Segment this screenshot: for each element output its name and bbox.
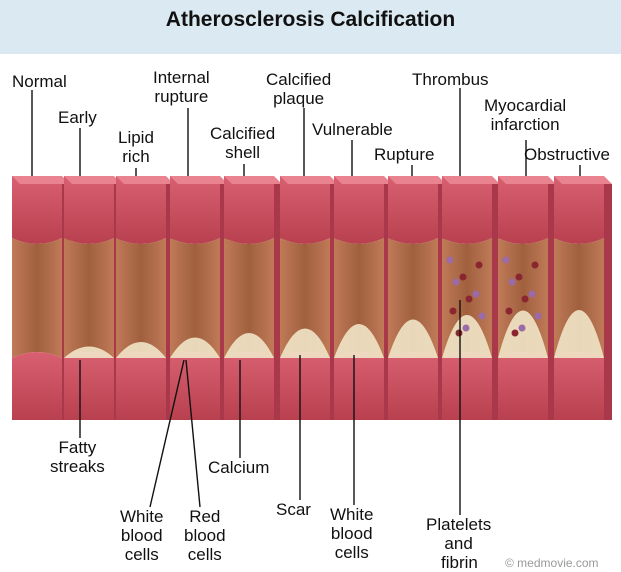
label-calcified-shell: Calcifiedshell <box>210 124 275 162</box>
label-platelets-fibrin: Plateletsand <box>426 515 491 553</box>
thrombus-cell <box>522 296 529 303</box>
thrombus-cell <box>535 313 542 320</box>
lower-wall <box>116 352 166 420</box>
thrombus-cell <box>456 330 463 337</box>
thrombus-cell <box>516 274 523 281</box>
label-white-blood-cells-1: Whitebloodcells <box>120 507 163 564</box>
label-thrombus: Thrombus <box>412 70 489 89</box>
upper-wall <box>442 176 492 244</box>
label-red-blood-cells: Redbloodcells <box>184 507 226 564</box>
label-obstructive: Obstructive <box>524 145 621 164</box>
artery-segment <box>442 176 500 420</box>
label-internal-rupture: Internalrupture <box>153 68 210 106</box>
wall-top-face <box>334 176 392 184</box>
label-fibrin: fibrin <box>441 553 478 572</box>
lower-wall <box>334 352 384 420</box>
label-fatty-streaks: Fattystreaks <box>50 438 105 476</box>
thrombus-cell <box>460 274 467 281</box>
label-myocardial-infarction: Myocardialinfarction <box>484 96 566 134</box>
artery-segment <box>334 176 392 420</box>
label-calcified-plaque: Calcifiedplaque <box>266 70 331 108</box>
upper-wall <box>554 176 604 244</box>
thrombus-cell <box>503 257 510 264</box>
lower-wall <box>280 352 330 420</box>
upper-wall <box>116 176 166 244</box>
lumen <box>116 238 166 358</box>
label-vulnerable: Vulnerable <box>312 120 393 139</box>
lower-wall <box>388 352 438 420</box>
upper-wall <box>280 176 330 244</box>
label-normal: Normal <box>12 72 67 91</box>
thrombus-cell <box>529 291 536 298</box>
wall-top-face <box>170 176 228 184</box>
thrombus-cell <box>476 262 483 269</box>
wall-top-face <box>388 176 446 184</box>
thrombus-cell <box>512 330 519 337</box>
label-scar: Scar <box>276 500 311 519</box>
artery-segment <box>498 176 556 420</box>
lower-wall <box>64 352 114 420</box>
thrombus-cell <box>463 325 470 332</box>
label-lipid-rich: Lipidrich <box>118 128 154 166</box>
lower-wall <box>12 352 62 420</box>
lower-wall <box>498 352 548 420</box>
artery-segment <box>12 176 70 420</box>
wall-top-face <box>116 176 174 184</box>
upper-wall <box>334 176 384 244</box>
thrombus-cell <box>466 296 473 303</box>
artery-segment <box>224 176 282 420</box>
wall-top-face <box>280 176 338 184</box>
artery-segment <box>554 176 612 420</box>
upper-wall <box>498 176 548 244</box>
upper-wall <box>12 176 62 244</box>
artery-segment <box>280 176 338 420</box>
label-obstructive-clip: Obstructive <box>524 145 621 164</box>
lower-wall <box>554 352 604 420</box>
wall-top-face <box>498 176 556 184</box>
thrombus-cell <box>509 279 516 286</box>
lumen <box>64 238 114 358</box>
lower-wall <box>224 352 274 420</box>
wall-top-face <box>554 176 612 184</box>
wall-top-face <box>224 176 282 184</box>
thrombus-cell <box>519 325 526 332</box>
wall-top-face <box>12 176 70 184</box>
upper-wall <box>224 176 274 244</box>
thrombus-cell <box>447 257 454 264</box>
thrombus-cell <box>473 291 480 298</box>
wall-side <box>604 184 612 420</box>
thrombus-cell <box>532 262 539 269</box>
wall-top-face <box>64 176 122 184</box>
lumen <box>12 238 62 358</box>
label-rupture: Rupture <box>374 145 434 164</box>
wall-top-face <box>442 176 500 184</box>
lower-wall <box>442 352 492 420</box>
upper-wall <box>388 176 438 244</box>
thrombus-cell <box>506 308 513 315</box>
label-white-blood-cells-2: Whitebloodcells <box>330 505 373 562</box>
label-early: Early <box>58 108 97 127</box>
thrombus-cell <box>479 313 486 320</box>
artery-segment <box>388 176 446 420</box>
label-calcium: Calcium <box>208 458 269 477</box>
thrombus-cell <box>450 308 457 315</box>
upper-wall <box>170 176 220 244</box>
artery-segment <box>116 176 174 420</box>
artery-segment <box>64 176 122 420</box>
thrombus-cell <box>453 279 460 286</box>
upper-wall <box>64 176 114 244</box>
